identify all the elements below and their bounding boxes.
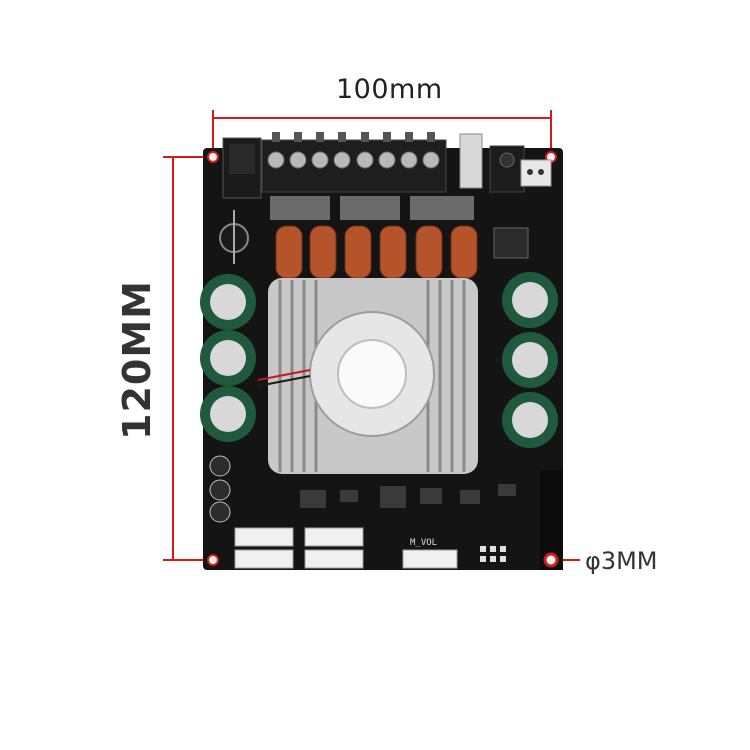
- small-capacitors: [209, 455, 231, 523]
- capacitors-right: [502, 272, 558, 448]
- hole-diameter-label: φ3MM: [585, 547, 658, 575]
- amplifier-chips: [270, 196, 474, 220]
- bluetooth-module: [520, 159, 552, 187]
- heatsink: [257, 278, 478, 474]
- silkscreen-label: M_VOL: [410, 538, 437, 548]
- width-dimension-line: [212, 110, 552, 153]
- inductors: [275, 225, 478, 279]
- dsp-chip: [493, 227, 529, 259]
- pin-header: [480, 546, 506, 562]
- mounting-holes: [207, 151, 559, 568]
- screw-terminal-block: [261, 132, 447, 193]
- width-dimension-label: 100mm: [336, 74, 443, 105]
- power-switch: [459, 133, 483, 189]
- fuse-component: [219, 210, 249, 264]
- audio-jack: [489, 145, 525, 193]
- bottom-connectors: [234, 527, 458, 569]
- smd-components: [300, 484, 516, 508]
- capacitors-left: [200, 274, 256, 442]
- dc-power-jack: [222, 137, 262, 199]
